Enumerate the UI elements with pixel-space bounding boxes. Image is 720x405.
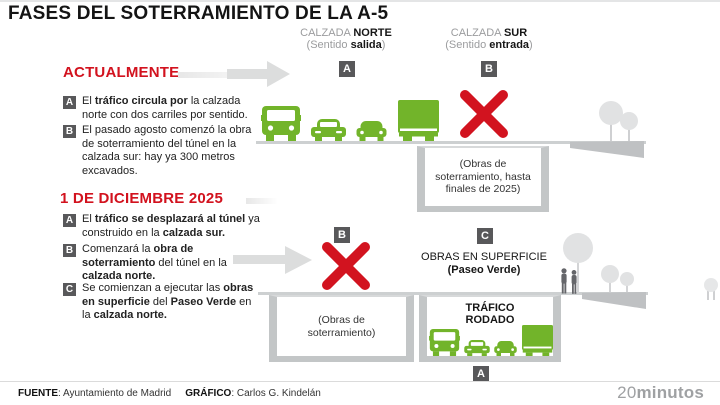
list-item-now-b: B El pasado agosto comenzó la obra de so… (63, 124, 261, 178)
tunnel-south-construction: (Obras de soterramiento, hasta finales d… (417, 146, 549, 212)
surface-road-line (256, 141, 646, 144)
compact-car-icon (356, 121, 387, 141)
credit-label: GRÁFICO (185, 388, 232, 399)
footer-divider (0, 381, 720, 382)
header-calzada-norte-subtitle: (Sentido salida) (306, 39, 386, 51)
tunnel-traffic-label: TRÁFICO RODADO (465, 302, 515, 326)
pedestrians-icon (561, 268, 577, 294)
source-value: : Ayuntamiento de Madrid (58, 388, 172, 399)
list-item-dec-b: B Comenzará la obra de soterramiento del… (63, 243, 261, 284)
badge-north-a: A (339, 61, 355, 77)
badge-bottom-surface-c: C (477, 228, 493, 244)
page-title: FASES DEL SOTERRAMIENTO DE LA A-5 (8, 3, 389, 24)
surface-works-subtitle: (Paseo Verde) (447, 264, 521, 276)
truck-icon (397, 100, 440, 141)
footer-credits: FUENTE: Ayuntamiento de Madrid GRÁFICO: C… (18, 388, 321, 399)
sedan-icon (311, 119, 346, 141)
compact-car-icon (494, 341, 517, 356)
brand-logo-20minutos: 20minutos (617, 383, 704, 403)
header-calzada-sur-subtitle: (Sentido entrada) (445, 39, 533, 51)
list-item-dec-c: C Se comienzan a ejecutar las obras en s… (63, 282, 261, 323)
bus-icon (429, 329, 460, 356)
trees-icon (563, 233, 634, 293)
heading-fade-rule (246, 198, 278, 204)
item-text: Comenzará la obra de soterramiento del t… (82, 243, 227, 282)
item-badge: C (63, 283, 76, 296)
embankment (582, 292, 646, 309)
logo-suffix: minutos (636, 383, 704, 402)
item-text: El pasado agosto comenzó la obra de sote… (82, 124, 252, 177)
header-calzada-norte-title: CALZADA NORTE (300, 27, 392, 39)
closed-x-icon (460, 90, 508, 138)
item-badge: B (63, 244, 76, 257)
item-badge: B (63, 125, 76, 138)
item-text: El tráfico circula por la calzada norte … (82, 95, 248, 121)
section-heading-actualmente: ACTUALMENTE (63, 64, 180, 81)
truck-icon (521, 325, 554, 356)
list-item-dec-a: A El tráfico se desplazará al túnel ya c… (63, 213, 261, 240)
item-badge: A (63, 96, 76, 109)
surface-works-title: OBRAS EN SUPERFICIE (421, 251, 547, 263)
badge-bottom-traffic-a: A (473, 366, 489, 382)
top-divider (0, 0, 720, 2)
tunnel-label: (Obras de soterramiento, hasta finales d… (435, 158, 531, 196)
item-text: El tráfico se desplazará al túnel ya con… (82, 213, 260, 239)
item-badge: A (63, 214, 76, 227)
traffic-row-tunnel (429, 325, 554, 356)
closed-x-icon (322, 242, 370, 290)
tunnel-north-construction: (Obras de soterramiento) (269, 295, 414, 362)
credit-value: : Carlos G. Kindelán (231, 388, 321, 399)
surface-road-line (258, 292, 648, 295)
source-label: FUENTE (18, 388, 58, 399)
header-calzada-norte: CALZADA NORTE (Sentido salida) (276, 27, 416, 51)
badge-south-b: B (481, 61, 497, 77)
tunnel-label: (Obras de soterramiento) (307, 314, 376, 339)
badge-bottom-north-b: B (334, 227, 350, 243)
surface-works-label: OBRAS EN SUPERFICIE (Paseo Verde) (409, 251, 559, 277)
bus-icon (261, 106, 301, 141)
trees-icon (704, 278, 718, 300)
section-heading-diciembre: 1 DE DICIEMBRE 2025 (60, 190, 224, 207)
arrow-right-icon (233, 246, 312, 274)
embankment (570, 141, 644, 158)
trees-icon (599, 101, 638, 142)
header-calzada-sur: CALZADA SUR (Sentido entrada) (419, 27, 559, 51)
arrow-right-icon (227, 61, 290, 87)
list-item-now-a: A El tráfico circula por la calzada nort… (63, 95, 261, 122)
header-calzada-sur-title: CALZADA SUR (450, 27, 528, 39)
item-text: Se comienzan a ejecutar las obras en sup… (82, 282, 254, 321)
logo-prefix: 20 (617, 383, 637, 402)
sedan-icon (464, 340, 490, 356)
traffic-row-north (261, 100, 440, 141)
